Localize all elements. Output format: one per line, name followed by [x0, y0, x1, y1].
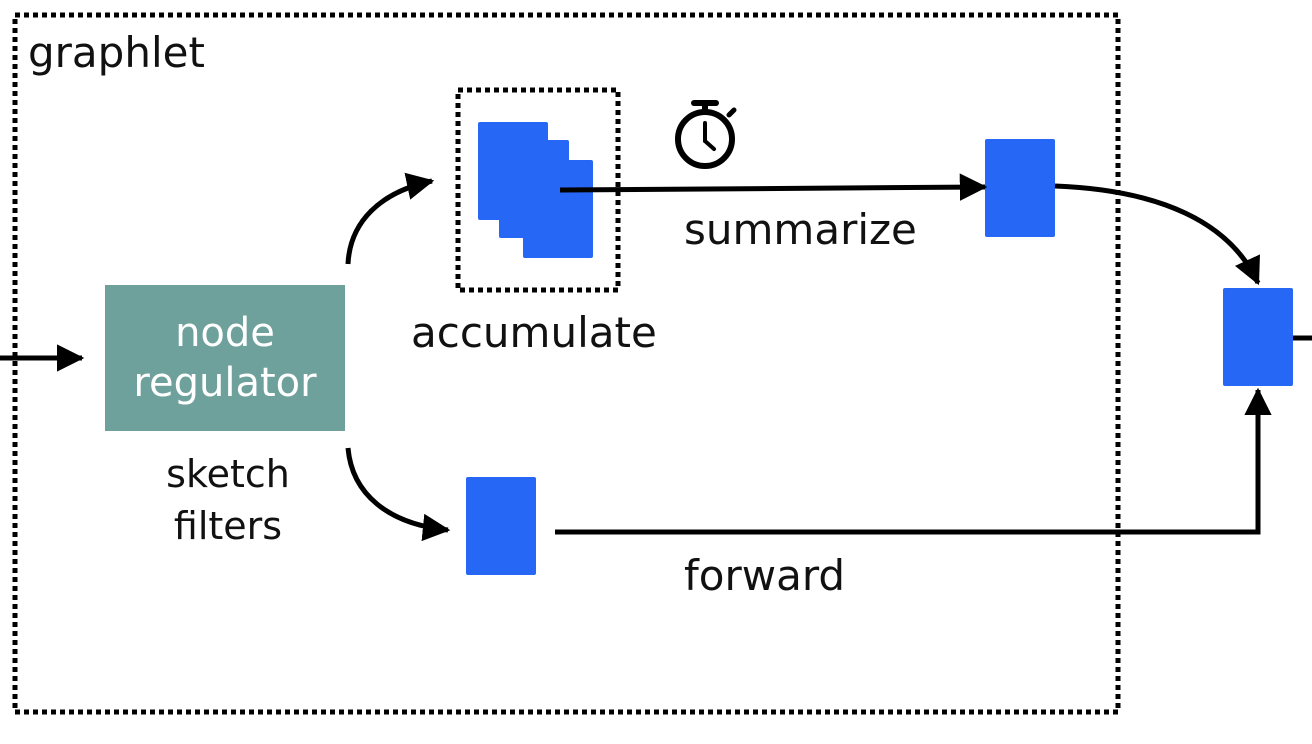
sketch-filters-label-line-2: filters — [173, 504, 283, 548]
node-regulator: node regulator — [105, 285, 345, 431]
node-regulator-label-line-2: regulator — [133, 360, 317, 406]
forward-to-output-arrow — [555, 387, 1272, 535]
sketch-filters-label: sketch filters — [150, 448, 306, 552]
forward-label: forward — [684, 551, 846, 600]
accumulated-blocks — [478, 122, 593, 258]
graphlet-label: graphlet — [28, 28, 205, 77]
summarize-label: summarize — [684, 205, 917, 254]
output-block — [1223, 288, 1293, 386]
node-regulator-label-line-1: node — [175, 310, 275, 356]
summarize-arrow — [559, 173, 988, 201]
accumulate-label: accumulate — [411, 308, 657, 357]
stopwatch-icon — [675, 100, 737, 169]
accumulated-block-3 — [523, 160, 593, 258]
summary-to-output-arrow — [1054, 183, 1261, 286]
forwarded-block — [466, 477, 536, 575]
graphlet-boundary — [12, 12, 1121, 715]
sketch-filters-label-line-1: sketch — [166, 452, 290, 496]
accumulate-branch-arrow — [345, 172, 435, 265]
summarized-block — [985, 139, 1055, 237]
forward-branch-arrow — [345, 447, 451, 542]
